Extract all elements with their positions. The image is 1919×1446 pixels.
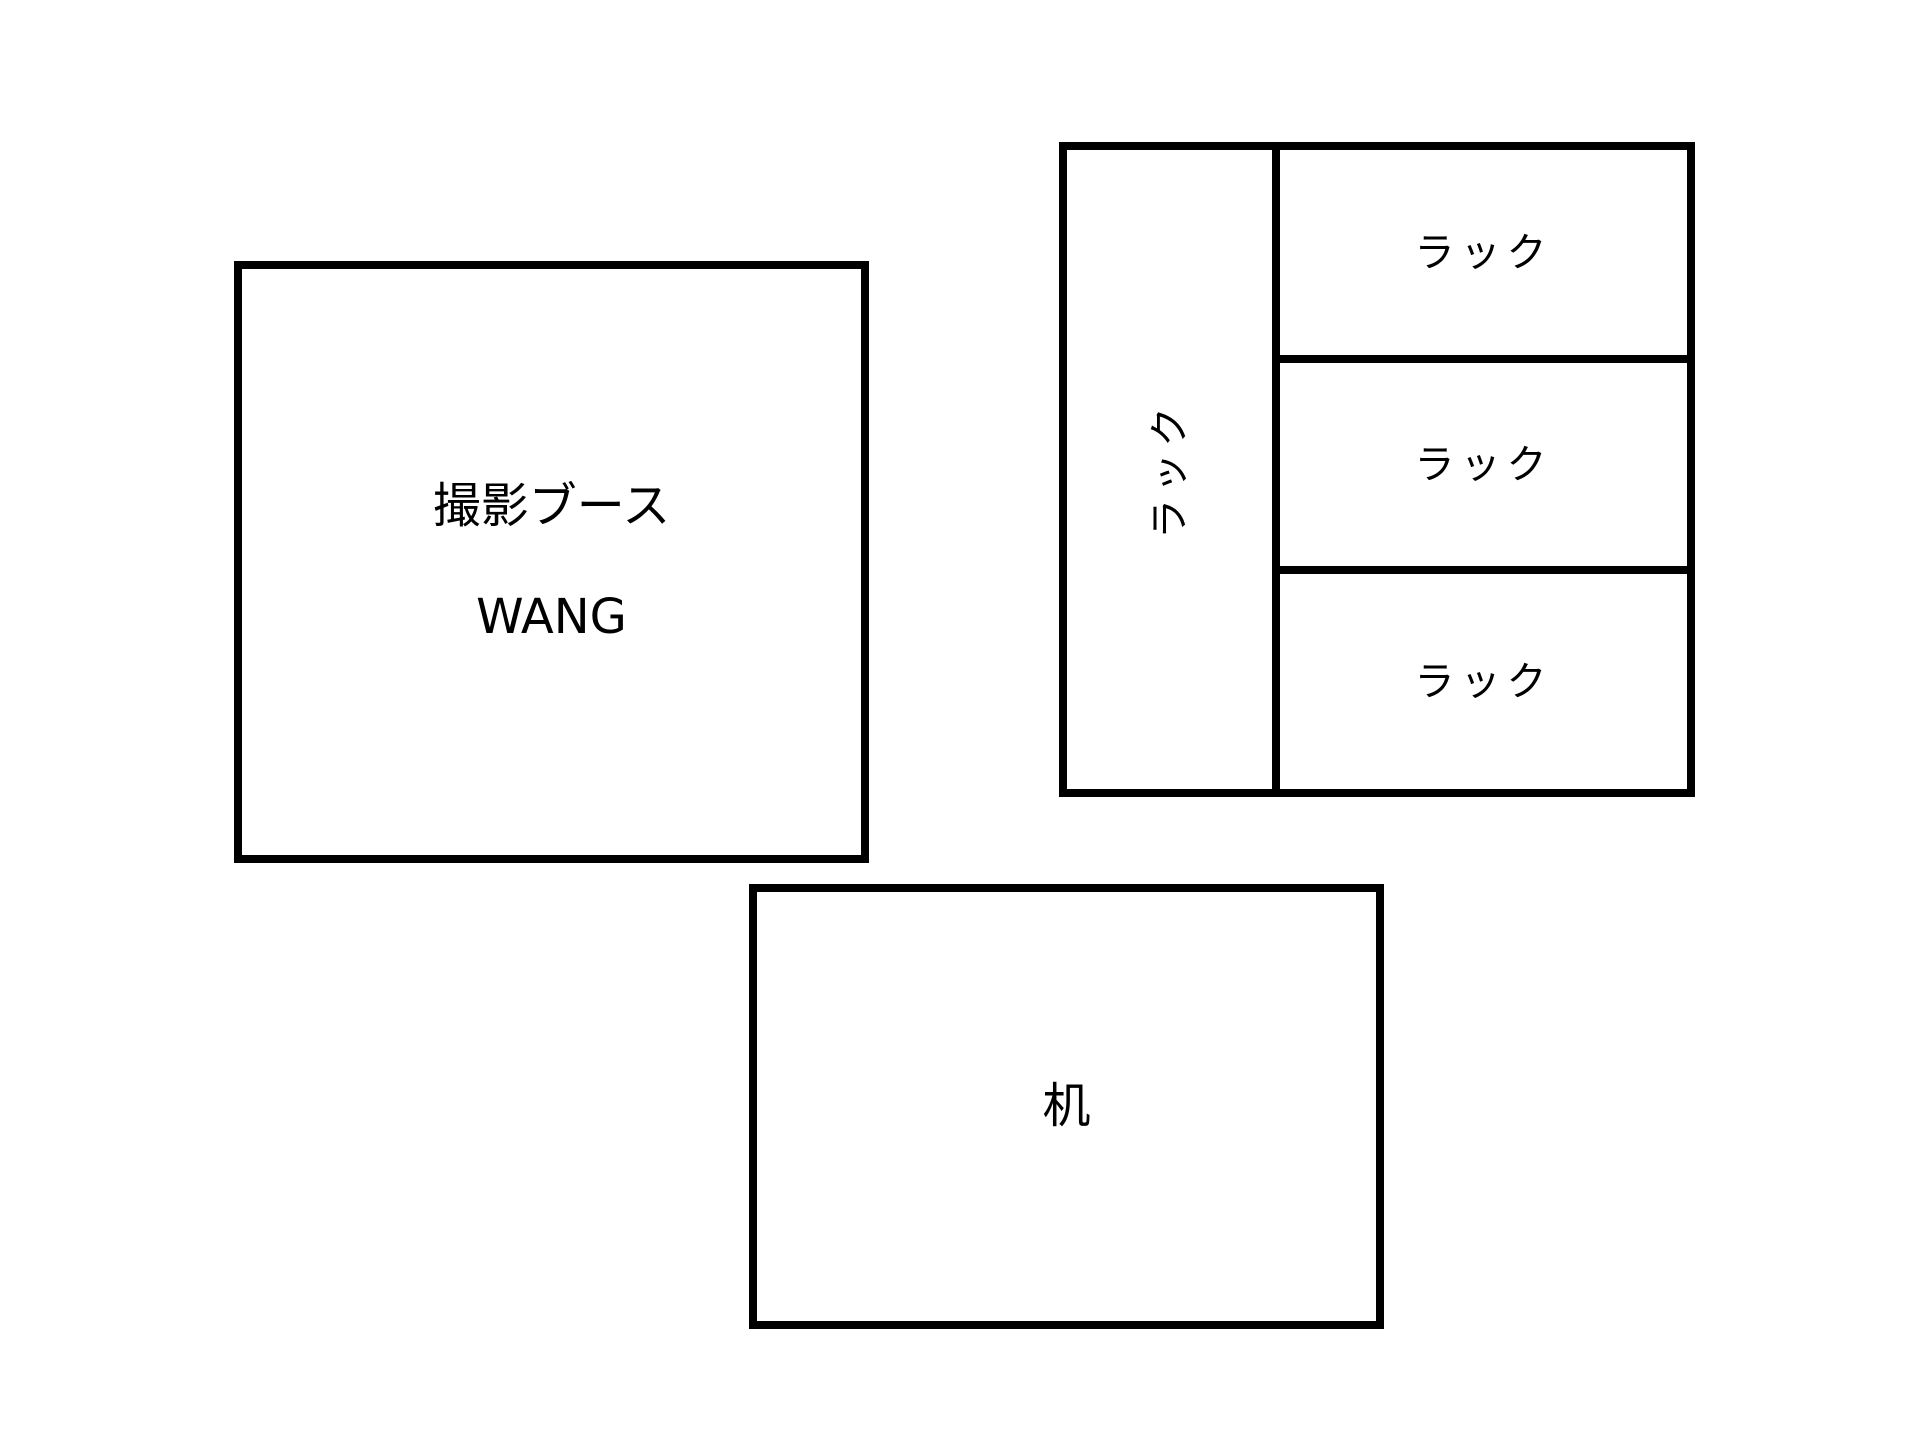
- rack-vertical: ラック: [1059, 142, 1280, 797]
- rack-bottom: ラック: [1272, 566, 1695, 797]
- rack-middle-label: ラック: [1414, 441, 1553, 488]
- rack-top-label: ラック: [1414, 229, 1553, 276]
- rack-bottom-label: ラック: [1414, 658, 1553, 705]
- rack-vertical-label: ラック: [1146, 400, 1193, 539]
- desk-label: 机: [1042, 1077, 1091, 1134]
- photo-booth-label: 撮影ブース WANG: [433, 424, 671, 700]
- photo-booth-owner: WANG: [476, 588, 627, 645]
- rack-middle: ラック: [1272, 355, 1695, 574]
- photo-booth: 撮影ブース WANG: [234, 261, 869, 863]
- desk: 机: [749, 884, 1384, 1329]
- photo-booth-title: 撮影ブース: [432, 478, 671, 535]
- rack-top: ラック: [1272, 142, 1695, 363]
